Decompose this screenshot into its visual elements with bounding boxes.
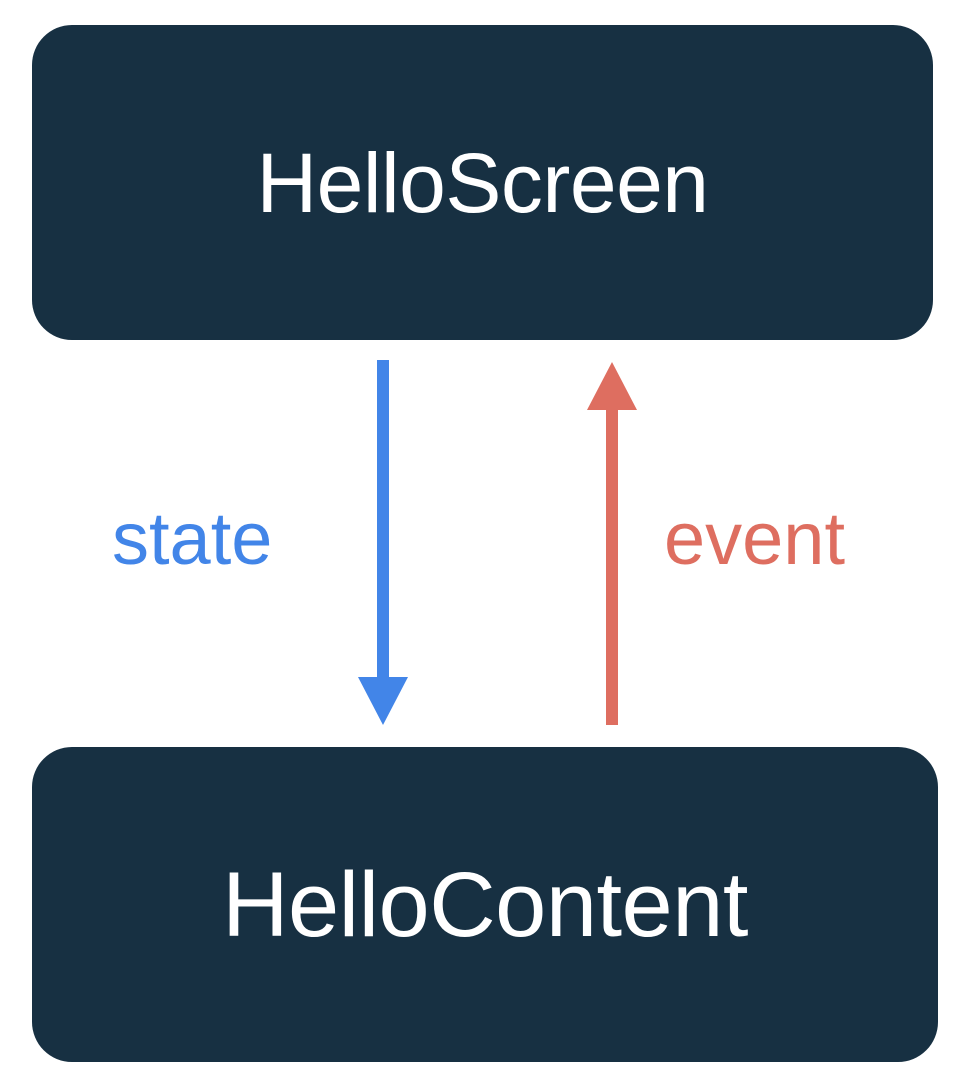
- node-hello-content-label: HelloContent: [222, 853, 748, 956]
- node-hello-screen-label: HelloScreen: [256, 135, 709, 230]
- edge-label-event: event: [664, 497, 846, 580]
- up-arrow-icon: [587, 362, 637, 725]
- node-hello-content[interactable]: HelloContent: [32, 747, 938, 1062]
- node-hello-screen[interactable]: HelloScreen: [32, 25, 933, 340]
- down-arrow-icon: [358, 360, 408, 725]
- edge-label-state: state: [112, 497, 273, 580]
